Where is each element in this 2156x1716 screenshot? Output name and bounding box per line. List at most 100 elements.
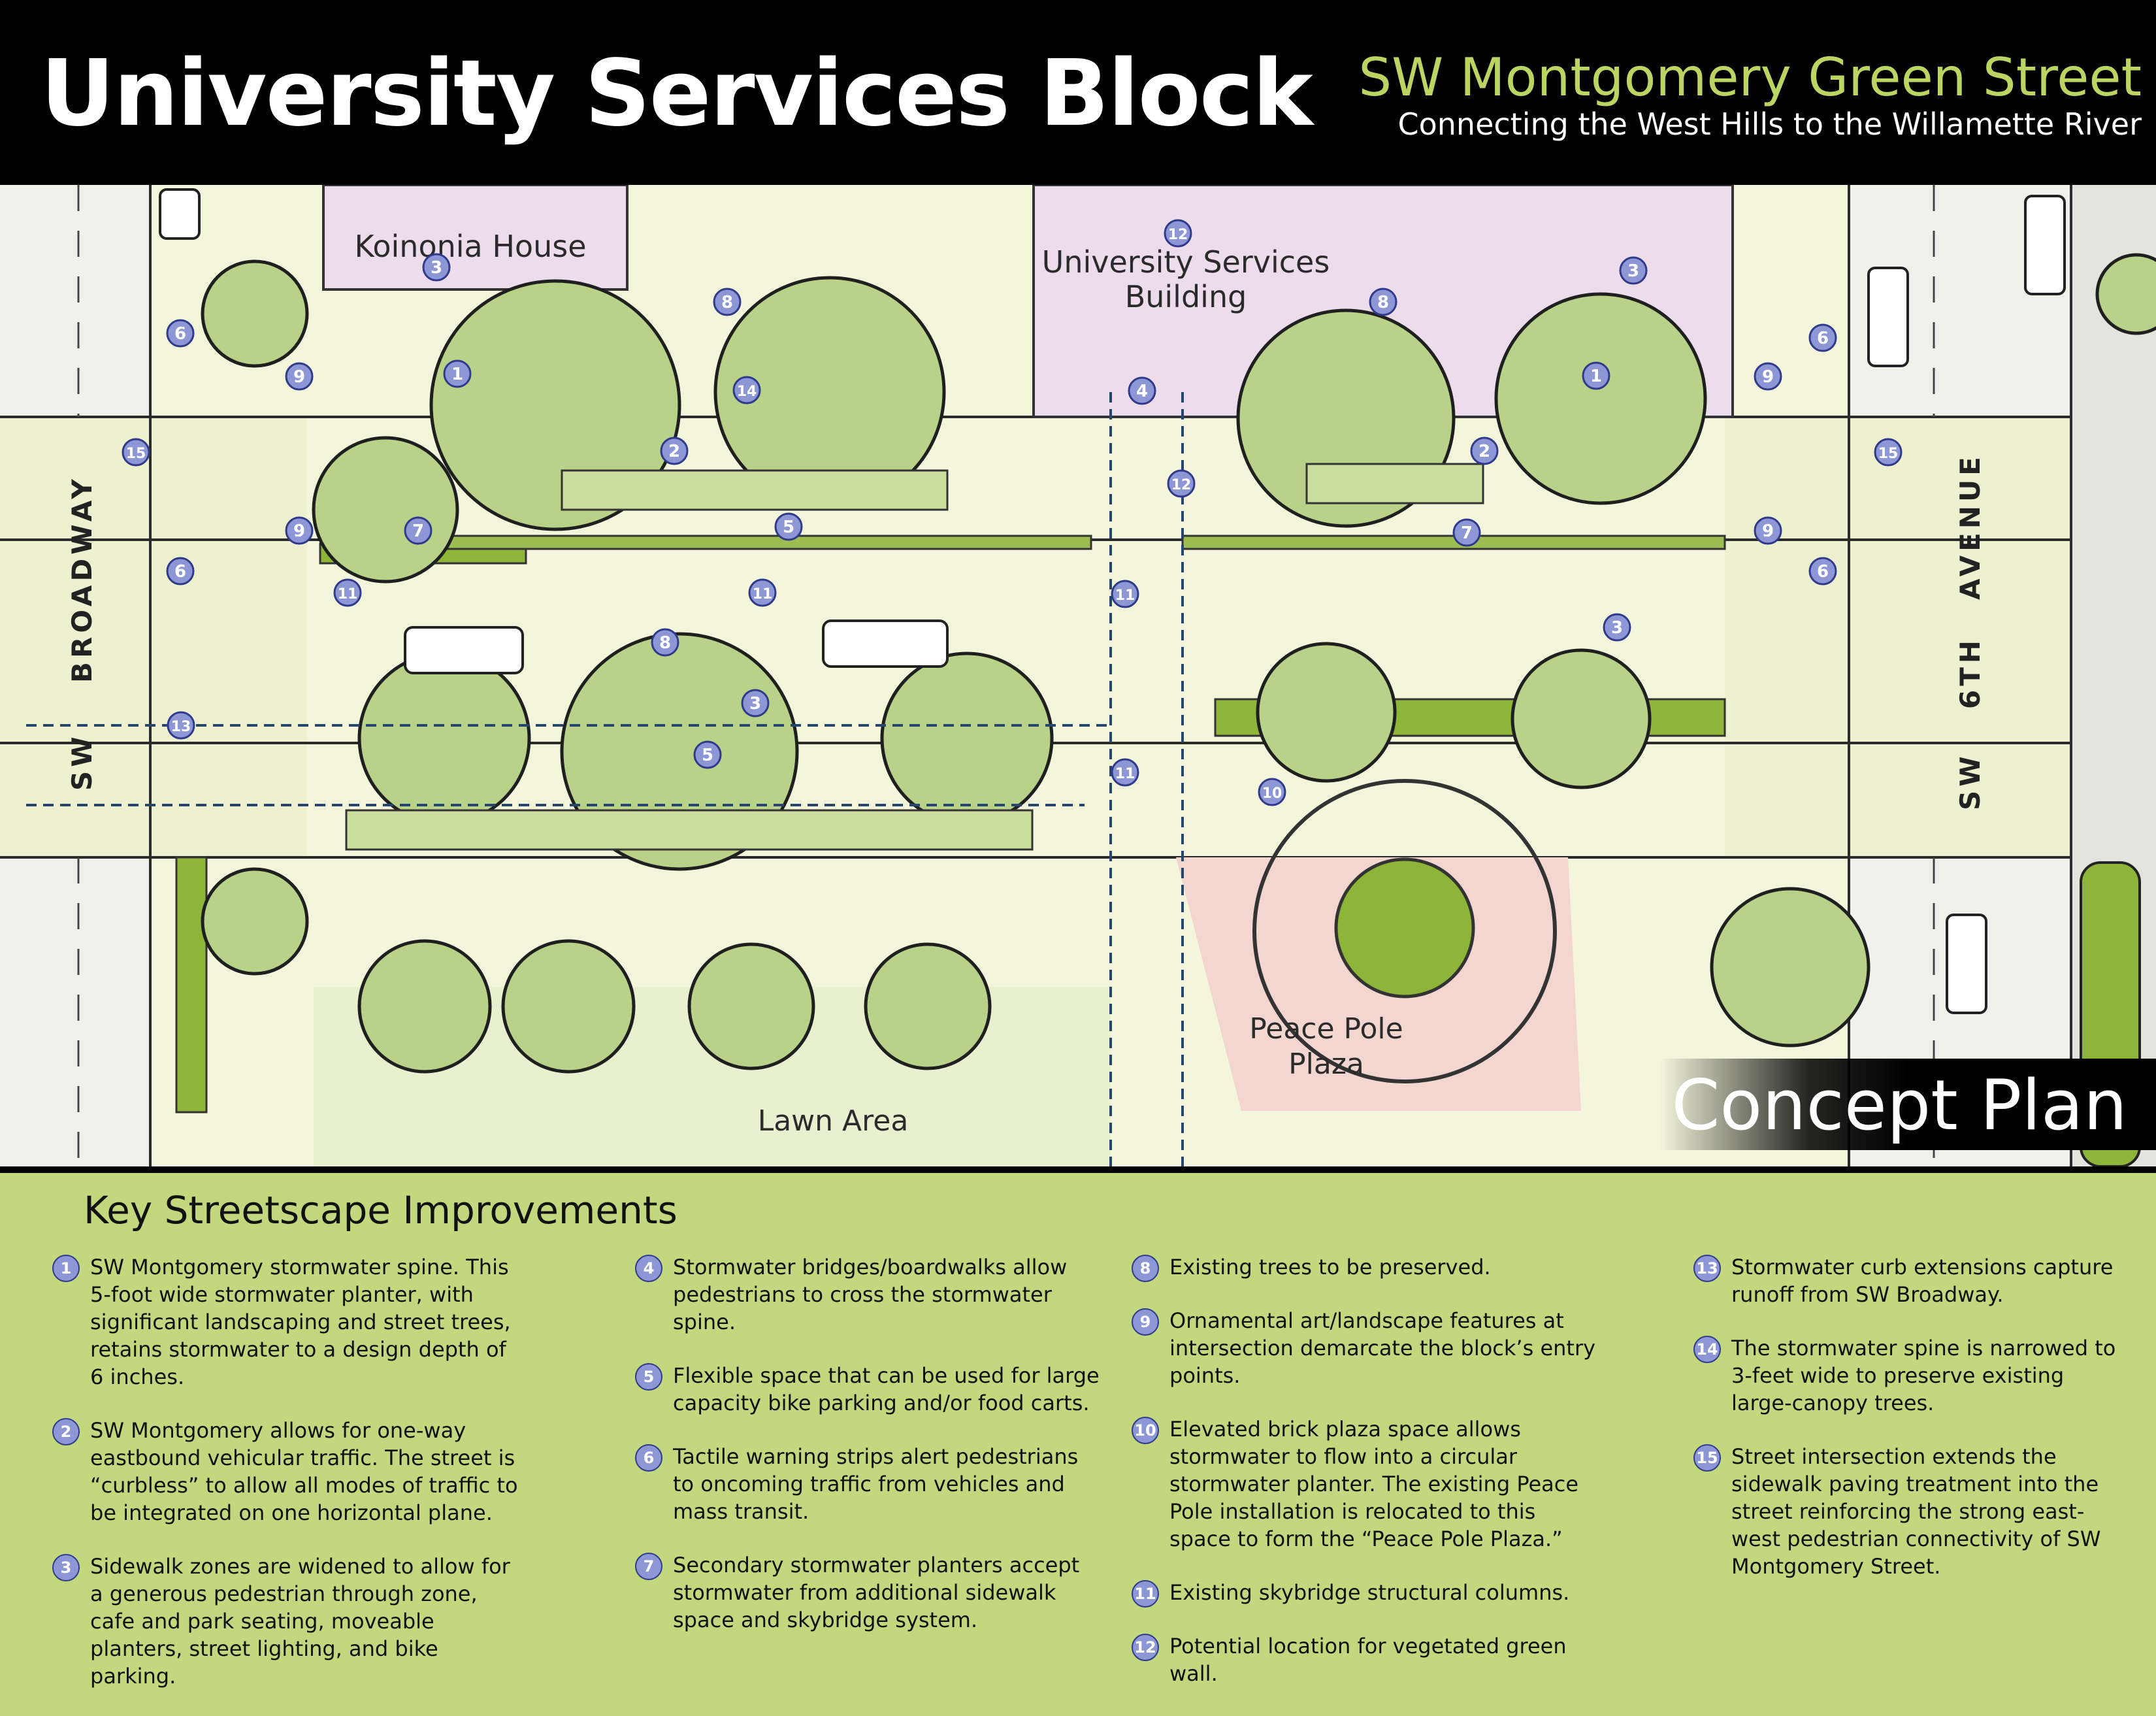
legend-text: SW Montgomery allows for one-way eastbou… — [90, 1418, 518, 1525]
callout-circle — [443, 359, 472, 388]
callout-circle — [651, 628, 679, 657]
sixth-intersection — [1725, 417, 2071, 857]
callout-marker: 11 — [333, 578, 362, 607]
legend-number: 11 — [1132, 1580, 1159, 1608]
legend-number: 4 — [635, 1255, 662, 1282]
callout-number: 14 — [737, 384, 757, 400]
broadway-curb-extension — [175, 856, 208, 1114]
legend-text: Tactile warning strips alert pedestrians… — [673, 1444, 1079, 1524]
callout-marker: 1 — [443, 359, 472, 388]
title-bar: University Services Block SW Montgomery … — [0, 0, 2156, 185]
callout-number: 3 — [1627, 261, 1639, 281]
callout-circle — [1258, 778, 1286, 806]
callout-number: 15 — [126, 446, 146, 462]
callout-number: 10 — [1262, 785, 1282, 802]
legend-text: SW Montgomery stormwater spine. This 5-f… — [90, 1255, 511, 1389]
callout-marker: 7 — [1452, 518, 1481, 547]
callout-marker: 9 — [285, 362, 314, 391]
callout-number: 6 — [174, 324, 186, 344]
legend-text: The stormwater spine is narrowed to 3-fe… — [1731, 1336, 2116, 1415]
callout-marker: 13 — [167, 711, 195, 740]
legend-number: 9 — [1132, 1308, 1159, 1336]
callout-marker: 14 — [732, 376, 761, 404]
legend-text: Flexible space that can be used for larg… — [673, 1363, 1100, 1415]
callout-number: 11 — [1115, 766, 1135, 782]
callout-marker: 15 — [1874, 438, 1903, 467]
callout-marker: 9 — [1754, 516, 1782, 545]
callout-marker: 12 — [1167, 469, 1196, 498]
legend-number: 12 — [1132, 1634, 1159, 1661]
callout-circle — [166, 319, 195, 348]
callout-number: 3 — [1611, 618, 1623, 638]
legend-text: Secondary stormwater planters accept sto… — [673, 1553, 1080, 1632]
callout-number: 3 — [749, 694, 761, 714]
callout-marker: 11 — [1111, 758, 1139, 787]
peace-pole-label-line1: Peace Pole — [1249, 1012, 1403, 1046]
existing-tree-strip-east — [1305, 463, 1484, 504]
legend-item: 15 Street intersection extends the sidewa… — [1693, 1443, 2125, 1580]
callout-marker: 3 — [1603, 613, 1631, 642]
legend-title: Key Streetscape Improvements — [84, 1188, 678, 1232]
legend-number: 15 — [1693, 1444, 1721, 1472]
legend-item: 11 Existing skybridge structural columns. — [1132, 1579, 1602, 1608]
callout-number: 5 — [702, 746, 713, 765]
callout-number: 3 — [431, 258, 442, 278]
callout-marker: 8 — [651, 628, 679, 657]
callout-circle — [713, 288, 742, 316]
legend-text: Existing skybridge structural columns. — [1169, 1580, 1570, 1605]
project-tagline: Connecting the West Hills to the Willame… — [1397, 107, 2142, 142]
callout-number: 2 — [668, 442, 680, 461]
plaza-ring — [1252, 779, 1557, 1083]
legend-number: 3 — [52, 1554, 80, 1581]
legend-number: 8 — [1132, 1255, 1159, 1282]
callout-circle — [1111, 580, 1139, 608]
callout-circle — [693, 740, 722, 769]
callout-marker: 11 — [1111, 580, 1139, 608]
callout-marker: 3 — [1619, 256, 1648, 285]
callout-number: 8 — [721, 293, 733, 312]
callout-number: 9 — [1762, 367, 1774, 387]
legend-number: 5 — [635, 1363, 662, 1391]
callout-marker: 1 — [1582, 361, 1610, 390]
callout-number: 12 — [1168, 227, 1188, 243]
callout-number: 2 — [1478, 442, 1490, 461]
callout-number: 6 — [1817, 329, 1829, 348]
legend-text: Elevated brick plaza space allows stormw… — [1169, 1417, 1579, 1551]
callout-circle — [422, 253, 451, 282]
peace-pole-label-line2: Plaza — [1288, 1048, 1364, 1081]
callout-circle — [1582, 361, 1610, 390]
page-title: University Services Block — [41, 41, 1313, 147]
legend-column-1: 1 SW Montgomery stormwater spine. This 5-… — [52, 1253, 523, 1716]
callout-number: 12 — [1171, 477, 1192, 493]
legend-text: Street intersection extends the sidewalk… — [1731, 1444, 2101, 1579]
callout-circle — [774, 512, 803, 541]
callout-marker: 5 — [774, 512, 803, 541]
callout-marker: 7 — [404, 516, 433, 545]
callout-circle — [167, 711, 195, 740]
legend-number: 2 — [52, 1418, 80, 1445]
callout-marker: 2 — [1470, 437, 1499, 465]
broadway-label-name: BROADWAY — [66, 475, 98, 683]
callout-circle — [122, 438, 150, 467]
usb-label-line1: University Services — [1042, 244, 1330, 280]
callout-circle — [1874, 438, 1903, 467]
stormwater-spine-east — [1181, 535, 1726, 550]
callout-number: 9 — [1762, 521, 1774, 541]
callout-circle — [732, 376, 761, 404]
existing-tree-strip-south — [345, 809, 1034, 851]
callout-number: 8 — [659, 633, 671, 653]
callout-number: 5 — [783, 518, 794, 537]
callout-number: 15 — [1878, 446, 1899, 462]
lawn-area-label: Lawn Area — [758, 1104, 909, 1138]
callout-circle — [285, 516, 314, 545]
legend-text: Existing trees to be preserved. — [1169, 1255, 1491, 1279]
legend-number: 1 — [52, 1255, 80, 1282]
legend-item: 8 Existing trees to be preserved. — [1132, 1253, 1602, 1282]
